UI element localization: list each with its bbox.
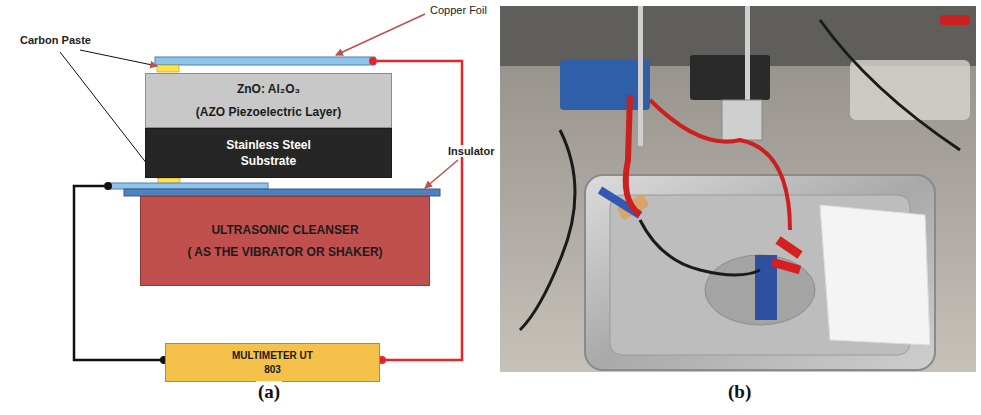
node-title: Stainless Steel Substrate	[214, 137, 324, 169]
insulator-sheet	[124, 189, 440, 196]
callout-label: Copper Foil	[428, 4, 489, 16]
terminal-dot	[104, 182, 112, 190]
panel-label: (a)	[256, 381, 282, 403]
node-subtitle: (AZO Piezoelectric Layer)	[196, 104, 341, 120]
terminal-dot	[369, 57, 377, 65]
callout-label: Insulator	[446, 145, 496, 157]
leader-line	[425, 160, 458, 188]
copper-foil	[155, 57, 375, 65]
photo-illustration	[500, 6, 976, 372]
carbon-paste	[157, 65, 179, 72]
node-title: ZnO: Al₂O₃	[237, 81, 300, 97]
node-subtitle: ( AS THE VIBRATOR OR SHAKER)	[187, 244, 382, 260]
leader-line	[80, 50, 157, 66]
node-title: MULTIMETER UT 803	[228, 349, 318, 376]
node-title: ULTRASONIC CLEANSER	[211, 222, 358, 238]
cleanser-box: ULTRASONIC CLEANSER ( AS THE VIBRATOR OR …	[140, 196, 430, 286]
multimeter-box: MULTIMETER UT 803	[165, 343, 380, 382]
bottom-foil	[108, 183, 268, 189]
leader-line	[60, 52, 158, 178]
leader-line	[336, 14, 425, 55]
panel-label: (b)	[726, 381, 753, 403]
substrate-box: Stainless Steel Substrate	[145, 128, 392, 178]
piezo-layer-box: ZnO: Al₂O₃ (AZO Piezoelectric Layer)	[145, 73, 392, 128]
callout-label: Carbon Paste	[18, 34, 93, 46]
